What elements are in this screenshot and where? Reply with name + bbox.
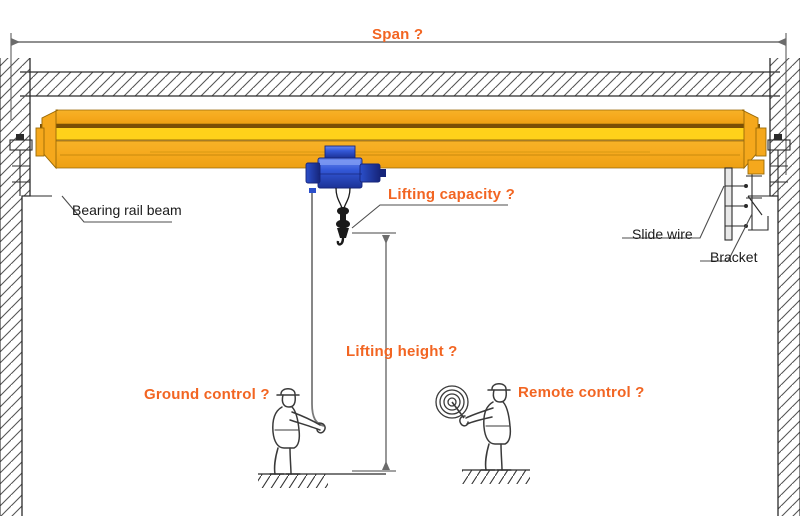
lifting-capacity-leader	[351, 204, 508, 229]
pendant-control-cable	[309, 188, 325, 427]
ground-operator-floor	[258, 473, 386, 488]
slide-wire-conductor	[724, 167, 748, 241]
label-bracket: Bracket	[710, 249, 758, 265]
slide-wire-bracket	[746, 159, 769, 231]
radio-wave-icon	[435, 385, 469, 419]
bearing-rail-beam-right	[767, 134, 791, 196]
remote-operator-floor	[462, 469, 530, 484]
label-lifting-height: Lifting height ?	[346, 343, 458, 360]
label-ground-control: Ground control ?	[144, 386, 270, 403]
bearing-rail-beam-left	[9, 134, 33, 196]
label-slide-wire: Slide wire	[632, 226, 693, 242]
ground-operator-figure	[269, 388, 326, 475]
ceiling-beam	[20, 71, 780, 97]
main-girder	[35, 109, 767, 170]
bearing-rail-beam-leader	[61, 195, 172, 223]
label-lifting-capacity: Lifting capacity ?	[388, 186, 515, 203]
left-column	[0, 58, 52, 516]
label-span: Span ?	[372, 26, 424, 43]
lifting-height-dimension-line	[352, 232, 396, 472]
slide-wire-leader	[622, 185, 725, 239]
hook-block	[335, 187, 351, 246]
bracket-leader	[700, 213, 753, 262]
label-remote-control: Remote control ?	[518, 384, 645, 401]
label-bearing-rail-beam: Bearing rail beam	[72, 202, 182, 218]
electric-hoist-trolley	[305, 145, 386, 189]
